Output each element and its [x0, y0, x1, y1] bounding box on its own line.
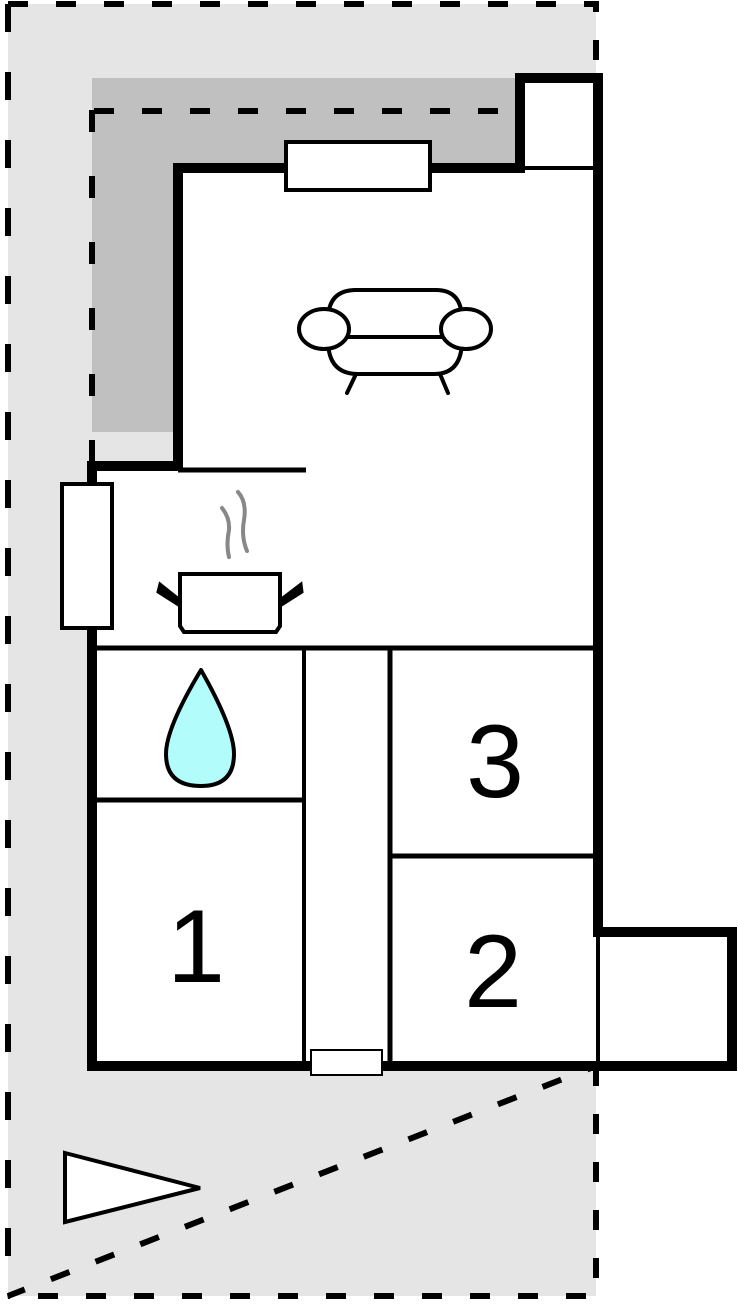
interior-walls — [94, 166, 600, 1064]
windows — [60, 140, 432, 1076]
window-left — [60, 482, 114, 630]
sofa-icon — [297, 288, 493, 395]
north-arrow-icon — [63, 1150, 201, 1225]
room-label-1: 1 — [167, 889, 225, 1005]
room-label-3: 3 — [466, 704, 524, 820]
entrance-door — [310, 1049, 383, 1076]
cooking-pot-icon — [156, 490, 304, 634]
interior-floor — [92, 78, 732, 1066]
water-drop-icon — [164, 668, 236, 788]
window-top — [284, 140, 432, 192]
room-label-2: 2 — [464, 914, 522, 1030]
